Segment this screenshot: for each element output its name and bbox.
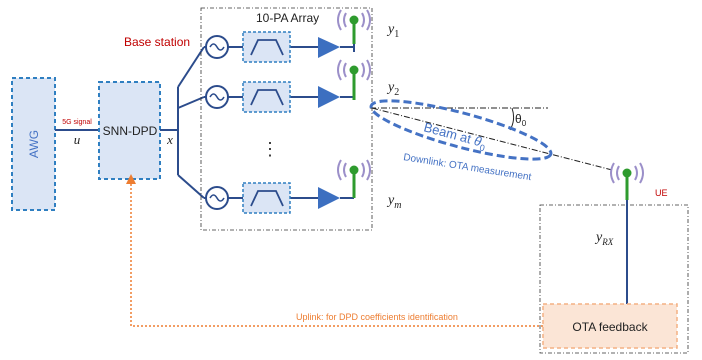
uplink-path (130, 176, 543, 327)
yrx-label: yRX (594, 230, 614, 247)
y1-label: y1 (386, 22, 399, 40)
ue-frame (539, 204, 689, 354)
beam-ellipse (369, 99, 553, 161)
bandpass-filter-icon (242, 182, 291, 214)
oscillator-icon (205, 186, 229, 210)
pa-array-label: 10-PA Array (256, 11, 319, 25)
u-label: u (74, 132, 81, 147)
amplifier-icon (318, 37, 340, 58)
awg-block (11, 77, 56, 211)
snn-dpd-block (98, 81, 161, 180)
branch-line-1 (177, 46, 205, 88)
ym-label: ym (386, 193, 401, 211)
awg-label: AWG (27, 130, 41, 158)
ota-feedback-block (542, 303, 678, 349)
signal-label: 5G signal (62, 119, 92, 126)
branch-line-2 (177, 96, 205, 109)
bandpass-filter-icon (242, 81, 291, 113)
amplifier-icon (318, 86, 340, 108)
x-label: x (166, 132, 173, 147)
antenna-icon (337, 159, 371, 199)
pa-chain-1 (204, 9, 371, 63)
antenna-icon (337, 59, 371, 100)
beam-label: Beam at θ0 (421, 119, 488, 153)
antenna-icon (610, 162, 644, 200)
uplink-arrowhead (126, 174, 136, 184)
base-station-label: Base station (124, 35, 190, 49)
ue-label: UE (655, 188, 668, 198)
y2-label: y2 (386, 80, 399, 98)
pa-chain-m (204, 159, 371, 214)
antenna-icon (337, 9, 371, 52)
oscillator-icon (205, 85, 229, 109)
pa-chain-2 (204, 59, 371, 113)
beam-direction-line (371, 107, 613, 171)
pa-array-frame (200, 7, 373, 231)
chain-ellipsis: ⋮ (261, 139, 279, 159)
oscillator-icon (205, 35, 229, 59)
ota-feedback-label: OTA feedback (572, 320, 648, 334)
branch-line-m (177, 174, 205, 199)
snn-dpd-label: SNN-DPD (103, 124, 158, 138)
amplifier-icon (318, 187, 340, 209)
uplink-label: Uplink: for DPD coefficients identificat… (296, 312, 458, 322)
theta-label: θ0 (515, 112, 527, 128)
bandpass-filter-icon (242, 31, 291, 63)
